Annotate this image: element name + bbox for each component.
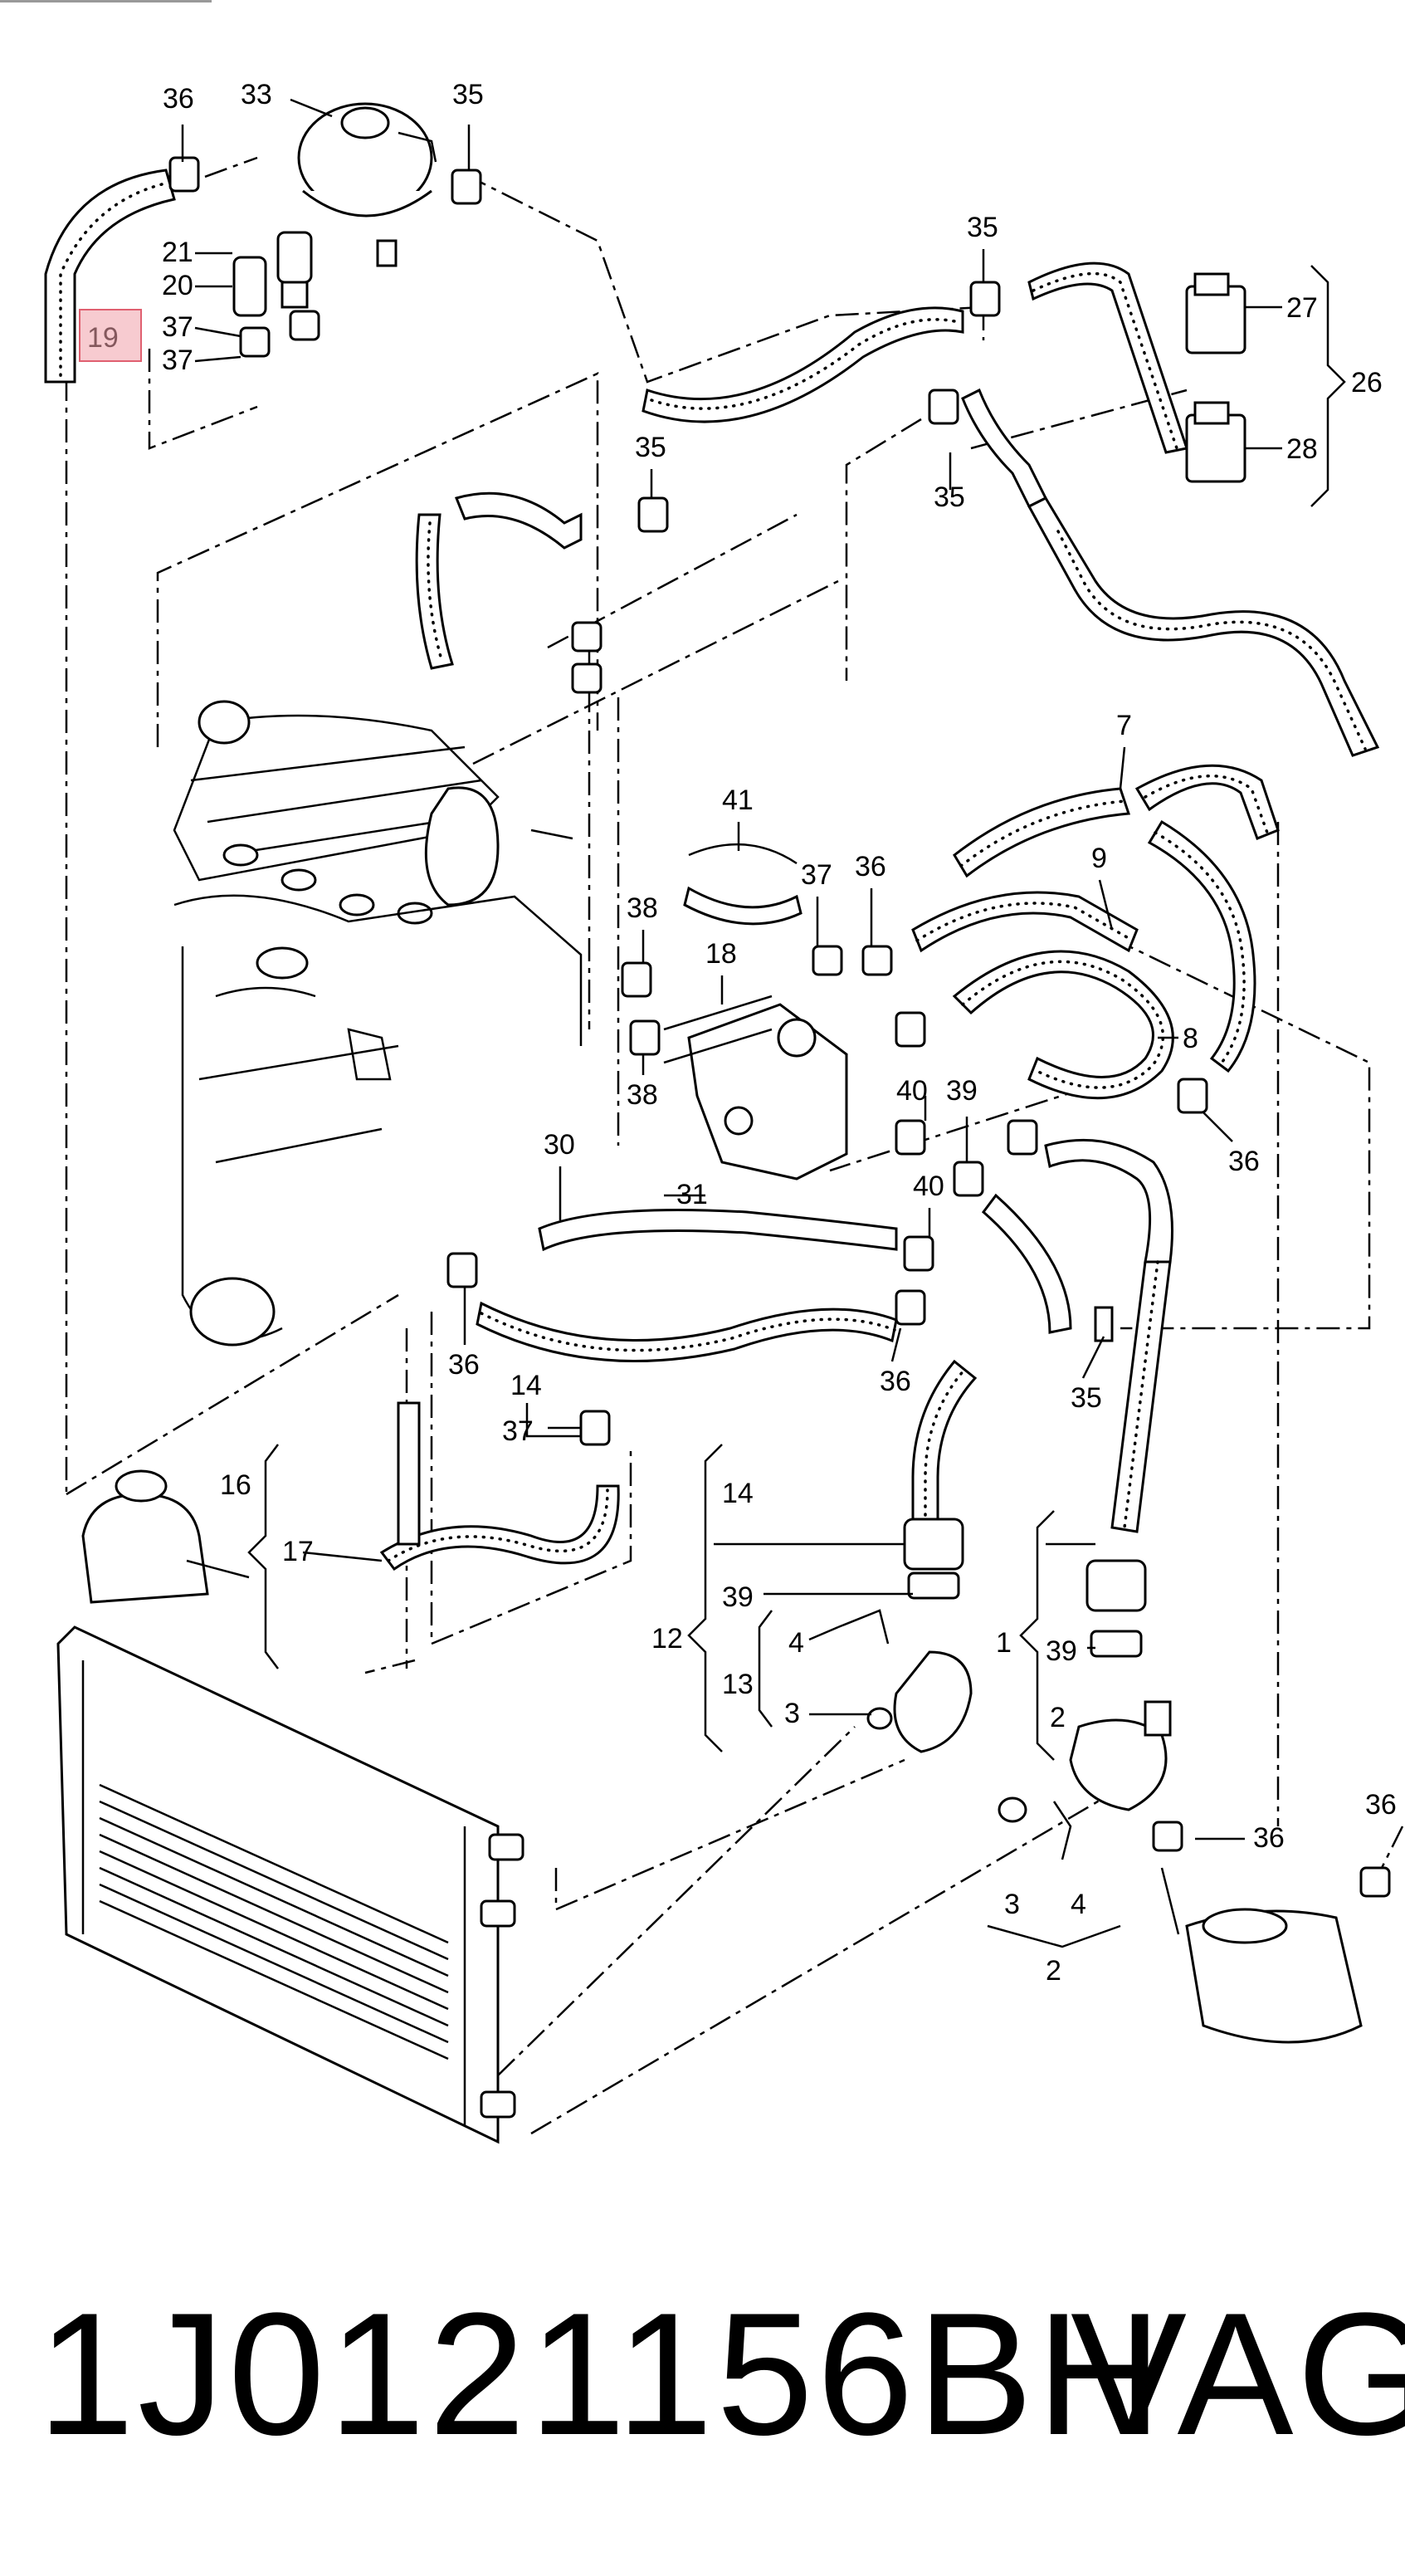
callout-3: 3 [1004, 1889, 1020, 1920]
callout-26: 26 [1351, 367, 1383, 398]
callout-36: 36 [880, 1366, 911, 1397]
callout-2: 2 [1046, 1955, 1061, 1987]
callout-36: 36 [1365, 1789, 1397, 1821]
callout-39: 39 [722, 1581, 754, 1613]
callout-leaders [181, 98, 1245, 1840]
callout-12: 12 [651, 1623, 683, 1655]
oil-cooler [1160, 1867, 1363, 2044]
callout-17: 17 [282, 1536, 314, 1567]
callout-3: 3 [784, 1698, 800, 1729]
callout-38: 38 [627, 892, 658, 924]
callout-20: 20 [162, 270, 193, 301]
callout-1: 1 [996, 1627, 1012, 1659]
callout-21: 21 [162, 237, 193, 268]
leader-lines [65, 156, 1404, 2135]
engine-block-sketch [173, 700, 583, 1347]
callout-40: 40 [896, 1075, 928, 1107]
callout-37: 37 [162, 311, 193, 343]
washer-reservoir-left [81, 1469, 250, 1604]
top-rule [0, 0, 212, 2]
callout-18: 18 [705, 938, 737, 970]
callout-36: 36 [855, 851, 886, 882]
part-number: 1J0121156BH [37, 2276, 1166, 2471]
callout-27: 27 [1286, 292, 1318, 324]
callout-14: 14 [722, 1478, 754, 1509]
callout-33: 33 [241, 79, 272, 110]
callout-numbers: 36 33 35 21 20 37 37 19 35 27 26 28 35 3… [87, 79, 1397, 1987]
radiator [56, 1625, 524, 2144]
connector-1-2 [998, 1559, 1172, 1860]
callout-2: 2 [1050, 1702, 1066, 1733]
thermostat-housing-18 [663, 995, 848, 1180]
callout-37: 37 [801, 859, 832, 891]
callout-35: 35 [452, 79, 484, 110]
callout-35: 35 [934, 481, 965, 513]
braces [247, 265, 1346, 1948]
callout-40: 40 [913, 1171, 944, 1202]
callout-41: 41 [722, 785, 754, 816]
callout-36: 36 [163, 83, 194, 115]
callout-31: 31 [676, 1179, 708, 1210]
callout-39: 39 [946, 1075, 978, 1107]
callout-13: 13 [722, 1669, 754, 1700]
callout-4: 4 [1071, 1889, 1086, 1920]
callout-37: 37 [502, 1415, 534, 1447]
callout-36: 36 [1228, 1146, 1260, 1177]
callout-35: 35 [967, 212, 998, 243]
connector-12-13 [837, 1518, 973, 1753]
callout-7: 7 [1116, 710, 1132, 741]
callout-4: 4 [788, 1627, 804, 1659]
callout-28: 28 [1286, 433, 1318, 465]
callout-9: 9 [1091, 843, 1107, 874]
ring-clamp-41 [683, 843, 803, 926]
callout-8: 8 [1183, 1023, 1198, 1054]
hoses-7-8-9 [911, 764, 1280, 1100]
upper-hoses [44, 169, 1380, 757]
callout-37: 37 [162, 345, 193, 376]
lower-hoses [379, 1138, 1173, 1572]
callout-39: 39 [1046, 1635, 1077, 1667]
caps-20-21 [232, 231, 313, 317]
expansion-tank-33 [297, 102, 437, 267]
callout-36: 36 [1253, 1822, 1285, 1854]
callout-35: 35 [635, 432, 666, 463]
hose-clamps [168, 156, 1391, 1898]
callout-30: 30 [544, 1129, 575, 1161]
valves-27-28 [1185, 272, 1282, 483]
brand-label: VAG [1071, 2276, 1405, 2471]
highlight-box-19 [79, 309, 142, 362]
callout-35: 35 [1071, 1382, 1102, 1414]
coolant-system-exploded-diagram: 36 33 35 21 20 37 37 19 35 27 26 28 35 3… [44, 79, 1404, 2144]
callout-36: 36 [448, 1349, 480, 1381]
callout-38: 38 [627, 1079, 658, 1111]
callout-16: 16 [220, 1469, 251, 1501]
callout-14: 14 [510, 1370, 542, 1401]
